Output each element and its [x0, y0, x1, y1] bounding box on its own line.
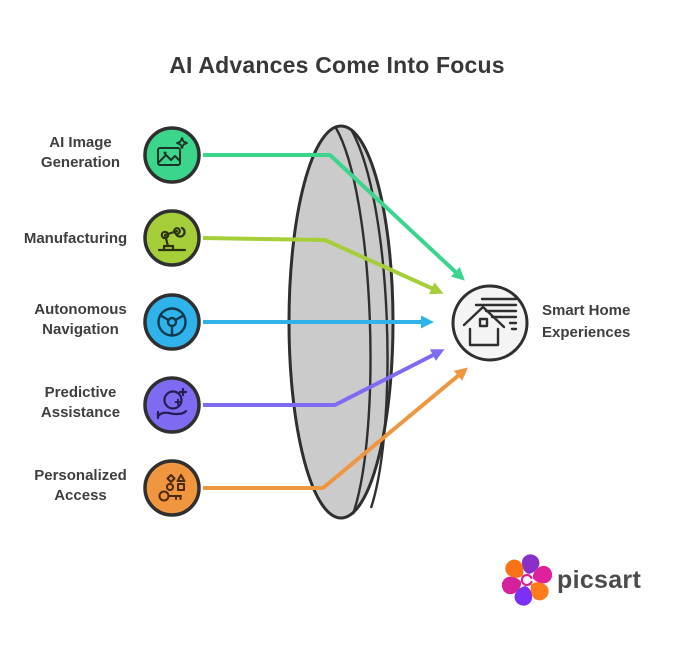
input-label-5: Personalized Access [18, 466, 143, 506]
hand-orb-icon [143, 376, 201, 434]
input-label-1-line1: AI Image [49, 134, 112, 151]
arrow-input-1 [203, 153, 465, 281]
input-icons [143, 126, 201, 517]
house-wind-icon [451, 284, 529, 362]
input-label-4-line2: Assistance [40, 404, 121, 421]
input-label-2-line1: Manufacturing [23, 230, 128, 247]
input-label-1: AI Image Generation [18, 133, 143, 173]
arrow-input-2 [202, 236, 444, 295]
logo-wordmark: picsart [557, 566, 642, 594]
output-label-line2: Experiences [542, 324, 631, 341]
arrow-input-5 [203, 367, 468, 490]
input-label-5-line1: Personalized [34, 467, 127, 484]
input-label-4: Predictive Assistance [18, 383, 143, 423]
key-shapes-icon [143, 459, 201, 517]
image-sparkle-icon [143, 126, 201, 184]
output-label-line1: Smart Home [542, 302, 631, 319]
input-label-3: Autonomous Navigation [18, 300, 143, 340]
steering-wheel-icon [143, 293, 201, 351]
page-title: AI Advances Come Into Focus [169, 52, 505, 78]
logo-pinwheel-icon [501, 554, 553, 606]
arrow-input-4 [203, 349, 445, 407]
input-label-3-line1: Autonomous [34, 301, 127, 318]
robot-arm-icon [143, 209, 201, 267]
connector-arrows [202, 153, 468, 490]
input-label-4-line1: Predictive [44, 384, 117, 401]
input-label-2: Manufacturing [8, 229, 143, 249]
input-label-1-line2: Generation [40, 154, 121, 171]
output-label: Smart Home Experiences [542, 300, 667, 344]
input-label-5-line2: Access [54, 487, 107, 504]
input-label-3-line2: Navigation [42, 321, 119, 338]
